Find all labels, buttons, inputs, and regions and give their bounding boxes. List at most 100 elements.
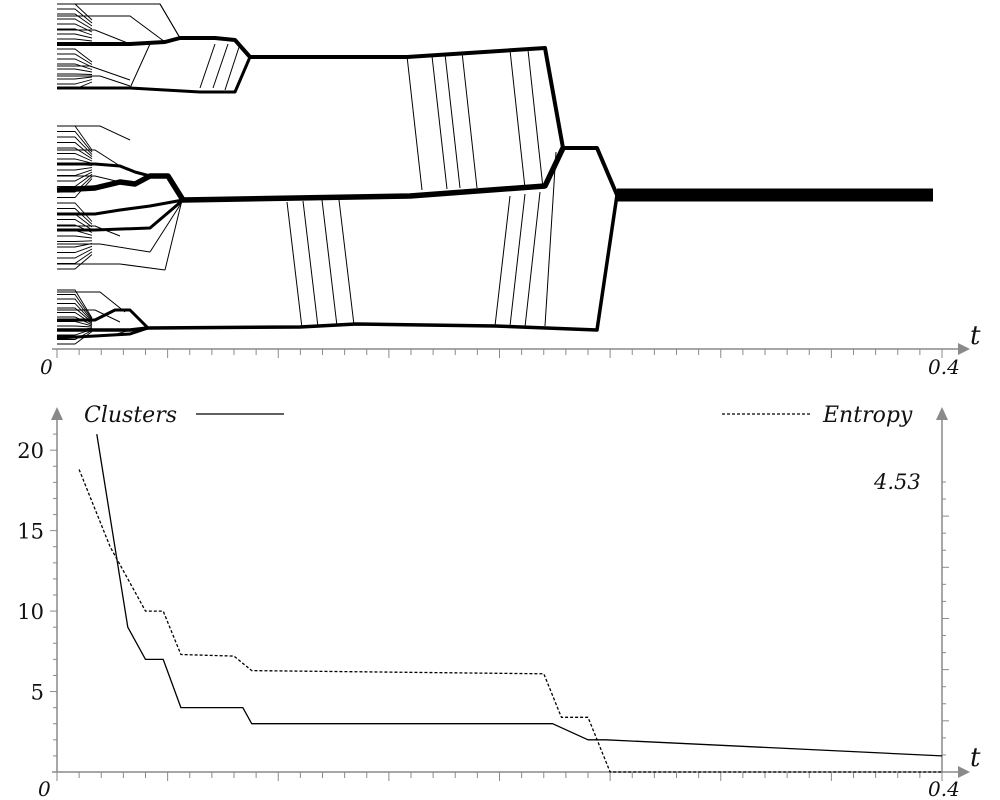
tree-leaf-branch (57, 33, 93, 39)
tree-connector (57, 175, 121, 183)
tree-connector (286, 201, 303, 329)
tree-leaf-branch (57, 28, 93, 36)
tree-connector (444, 53, 461, 189)
tree-leaf-branch (57, 254, 93, 270)
tree-connector (406, 55, 423, 191)
tree-connector (159, 3, 181, 39)
right-y-tick-entropy-max: 4.53 (873, 470, 921, 494)
tree-connector (57, 29, 131, 45)
tree-leaf-branch (57, 245, 93, 253)
tree-main-branch (56, 326, 149, 340)
tree-leaf-branch (57, 307, 93, 323)
tree-connector (57, 65, 131, 81)
tree-connector (431, 55, 448, 190)
top-x-axis: 0 0.4 t (40, 321, 981, 379)
tree-connector (321, 199, 338, 327)
tree-leaf-branch (57, 3, 93, 21)
tree-leaf-branch (57, 147, 93, 160)
tree-leaf-branch (57, 289, 93, 319)
tree-leaf-fans (57, 3, 93, 345)
left-y-tick-label: 10 (17, 600, 44, 624)
left-y-tick-label: 5 (31, 681, 44, 705)
left-y-tick-label: 20 (17, 439, 44, 463)
tree-connector (57, 225, 121, 237)
tree-leaf-branch (57, 48, 93, 63)
top-x-tick-start: 0 (40, 355, 53, 379)
tree-connector (224, 43, 241, 91)
tree-leaf-branch (57, 298, 93, 321)
tree-main-branch (57, 198, 184, 232)
tree-leaf-branch (57, 58, 93, 68)
left-y-tick-label: 15 (17, 520, 44, 544)
tree-leaf-branch (57, 240, 93, 242)
tree-connector (57, 243, 151, 253)
bottom-axis-arrow-icon (958, 766, 970, 778)
cluster-tree-panel: 0 0.4 t (40, 3, 981, 379)
tree-main-branch (57, 36, 619, 196)
tree-main-branch (57, 308, 150, 330)
bottom-left-y-axis: 5 10 15 20 (17, 407, 63, 773)
clusters-entropy-panel: 5 10 15 20 4.53 0 0.4 t Clusters Entropy (17, 403, 981, 800)
clusters-series-line (96, 433, 943, 757)
series-layer (78, 433, 943, 773)
tree-connector (57, 149, 121, 167)
tree-leaf-branch (57, 18, 93, 30)
tree-leaf-branch (57, 243, 93, 248)
tree-leaf-branch (57, 208, 93, 225)
tree-connector (461, 51, 478, 189)
tree-leaf-branch (57, 178, 93, 198)
tree-leaf-branch (57, 13, 93, 27)
tree-connector (129, 43, 151, 89)
tree-main-branch (57, 56, 252, 94)
tree-connector (527, 49, 544, 189)
bottom-x-axis-label: t (970, 743, 981, 773)
entropy-series-line (78, 469, 942, 773)
tree-leaf-branch (57, 294, 93, 320)
tree-main-branch (57, 194, 619, 332)
tree-leaf-branch (57, 76, 93, 80)
tree-leaf-branch (57, 53, 93, 65)
tree-connector (57, 15, 166, 43)
bottom-x-tick-end: 0.4 (928, 777, 960, 800)
top-x-axis-label: t (970, 321, 981, 351)
tree-leaf-branch (57, 23, 93, 33)
tree-main-branch (57, 198, 184, 216)
tree-leaf-branch (57, 73, 93, 75)
tree-main-branches (56, 36, 933, 340)
tree-leaf-branch (57, 316, 93, 326)
tree-leaf-branch (57, 158, 93, 164)
tree-connector (212, 43, 229, 89)
tree-connector (338, 199, 355, 326)
tree-leaf-branch (57, 153, 93, 162)
left-y-axis-arrow-icon (51, 407, 63, 420)
top-axis-arrow-icon (958, 343, 970, 355)
tree-connector (57, 75, 131, 87)
tree-leaf-branch (57, 79, 93, 85)
tree-connector (544, 151, 557, 327)
tree-leaf-branch (57, 325, 93, 328)
tree-connector (494, 195, 511, 327)
tree-connector (199, 43, 216, 89)
tree-connector (57, 263, 166, 271)
legend: Clusters Entropy (84, 403, 913, 428)
bottom-x-tick-start: 0 (38, 777, 51, 800)
tree-leaf-branch (57, 63, 93, 70)
tree-leaf-branch (57, 248, 93, 259)
tree-connector (164, 199, 183, 271)
tree-leaf-branch (57, 303, 93, 322)
tree-leaf-branch (57, 142, 93, 157)
tree-connector (509, 49, 526, 189)
tree-connector (57, 291, 126, 313)
tree-leaf-branch (57, 171, 93, 182)
tree-connector (302, 200, 319, 328)
tree-leaf-branch (57, 68, 93, 73)
tree-leaf-branch (57, 8, 93, 24)
tree-leaf-branch (57, 235, 93, 239)
tree-connector (149, 201, 183, 253)
legend-clusters-label: Clusters (84, 403, 177, 428)
tree-connector (57, 309, 121, 323)
tree-leaf-branch (57, 136, 93, 155)
tree-leaf-branch (57, 38, 93, 42)
tree-leaf-branch (57, 131, 93, 153)
tree-leaf-branch (57, 202, 93, 222)
